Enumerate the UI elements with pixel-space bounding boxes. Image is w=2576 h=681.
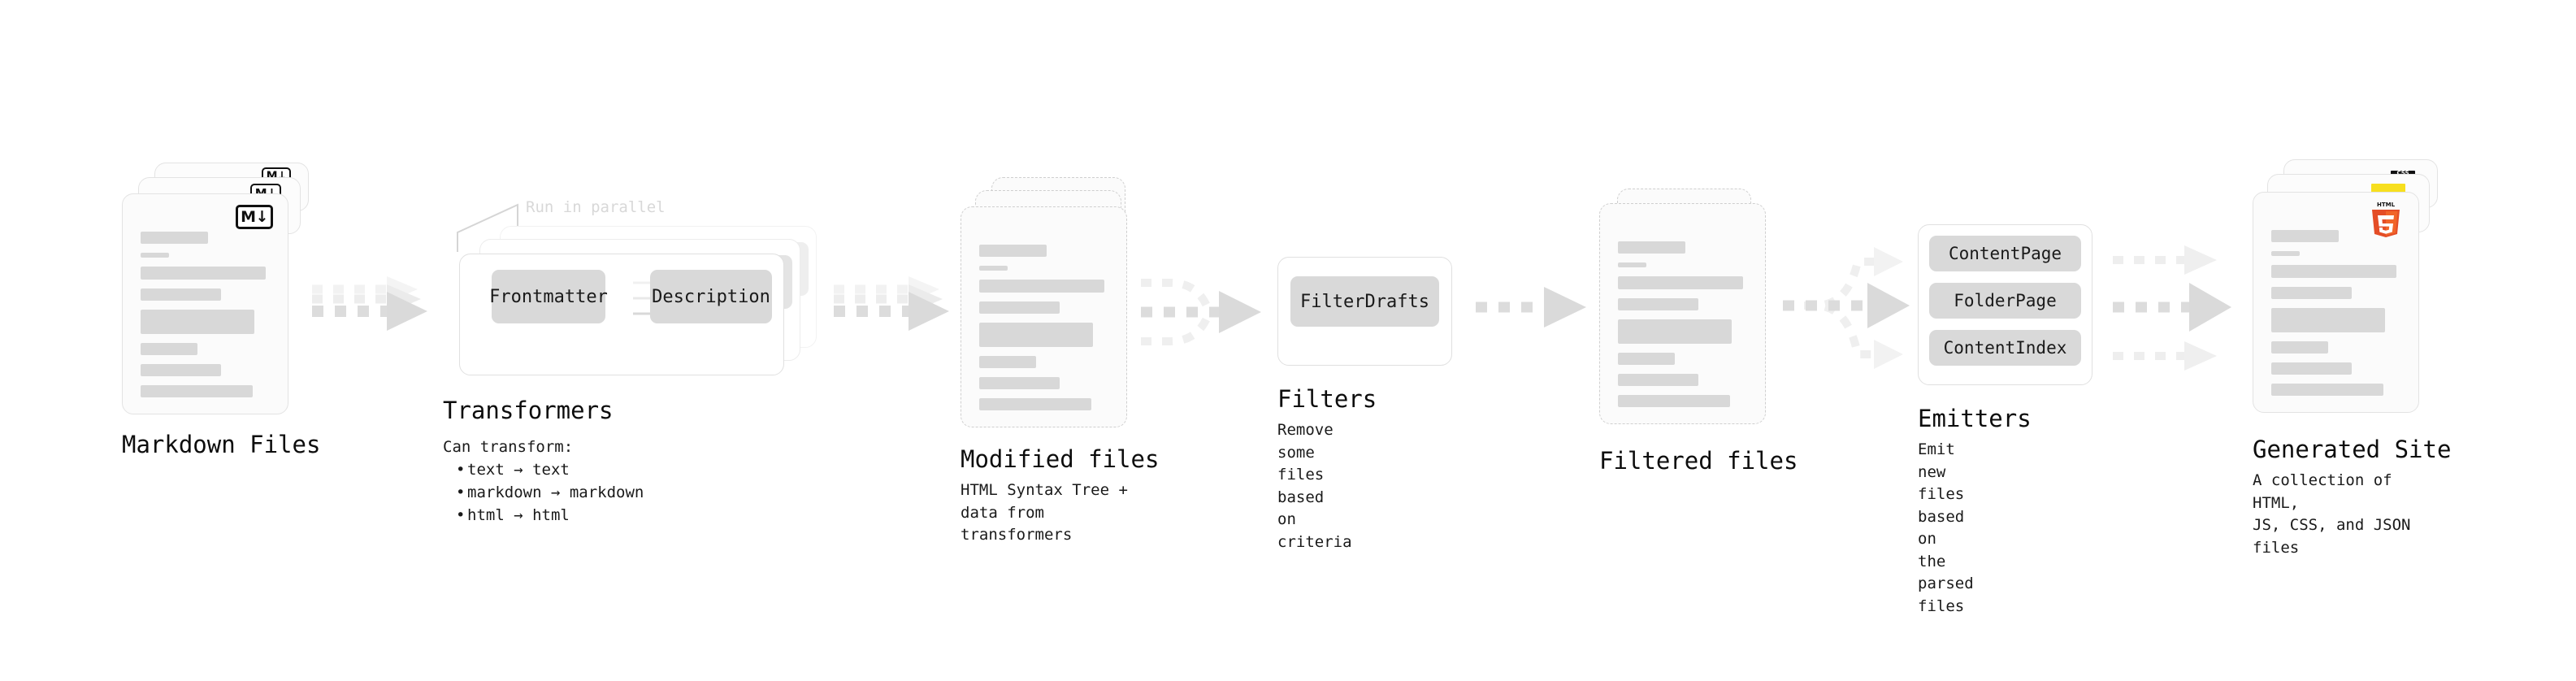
markdown-badge-letter: M <box>241 207 256 226</box>
site-card-stack: CSS HTML <box>2253 159 2439 427</box>
skeleton-line <box>979 355 1036 368</box>
markdown-badge-arrow: ↓ <box>255 207 269 226</box>
markdown-card-front <box>122 193 288 414</box>
modified-files-subtitle: HTML Syntax Tree + data from transformer… <box>961 481 1128 544</box>
skeleton-line <box>2271 265 2397 278</box>
modified-card-stack <box>961 177 1135 437</box>
site-card-content <box>2253 193 2418 412</box>
skeleton-line <box>2271 307 2385 332</box>
skeleton-line <box>1618 297 1698 310</box>
skeleton-line <box>141 232 208 245</box>
connector-emitters-to-site <box>2110 232 2256 379</box>
modified-card-content <box>961 207 1126 427</box>
skeleton-line <box>2271 251 2300 257</box>
modified-files-title: Modified files <box>961 445 1160 473</box>
modified-card-front <box>961 206 1127 427</box>
markdown-card-stack: M↓ M↓ M↓ <box>122 163 309 423</box>
filtered-card-stack <box>1599 189 1774 432</box>
skeleton-line <box>1618 352 1675 365</box>
css-badge-label: CSS <box>2391 171 2415 176</box>
skeleton-line <box>141 363 221 376</box>
generated-site-title: Generated Site <box>2253 436 2452 463</box>
skeleton-line <box>141 342 197 355</box>
skeleton-line <box>1618 394 1731 407</box>
emitter-pill-folderpage[interactable]: FolderPage <box>1929 283 2081 319</box>
svg-text:HTML: HTML <box>2377 202 2396 208</box>
site-card-front <box>2253 192 2419 413</box>
transformers-bullet-list: text → text markdown → markdown html → h… <box>443 458 644 527</box>
filter-pill-filterdrafts[interactable]: FilterDrafts <box>1290 276 1439 327</box>
transformers-bullet: text → text <box>456 458 644 481</box>
skeleton-line <box>141 267 267 280</box>
connector-filters-to-filtered <box>1472 283 1594 332</box>
skeleton-line <box>1618 241 1685 254</box>
transformers-title: Transformers <box>443 397 614 424</box>
skeleton-line <box>979 280 1105 293</box>
skeleton-line <box>1618 373 1698 386</box>
skeleton-line <box>2271 362 2352 375</box>
filters-subtitle: Remove some files based on criteria <box>1277 421 1352 551</box>
connector-filtered-to-emitters <box>1780 232 1918 379</box>
filtered-files-title: Filtered files <box>1599 447 1798 475</box>
skeleton-line <box>2271 340 2328 354</box>
skeleton-line <box>979 266 1008 271</box>
run-in-parallel-label: Run in parallel <box>526 198 666 216</box>
generated-site-subtitle: A collection of HTML, JS, CSS, and JSON … <box>2253 471 2411 557</box>
transformers-bullet: html → html <box>456 504 644 527</box>
filtered-card-front <box>1599 203 1766 424</box>
emitter-pill-contentindex[interactable]: ContentIndex <box>1929 330 2081 366</box>
filtered-card-content <box>1600 204 1765 423</box>
connector-markdown-to-transformers <box>307 268 437 341</box>
run-in-parallel-bracket <box>449 192 539 257</box>
markdown-card-content <box>123 194 288 414</box>
transformers-lead: Can transform: <box>443 438 574 456</box>
transformers-bullet: markdown → markdown <box>456 481 644 504</box>
transformer-pill-frontmatter[interactable]: Frontmatter <box>489 270 608 323</box>
markdown-files-title: Markdown Files <box>122 431 321 458</box>
skeleton-line <box>141 288 221 301</box>
stage-markdown-files: M↓ M↓ M↓ M <box>122 163 320 458</box>
skeleton-line <box>979 301 1060 314</box>
skeleton-line <box>2271 383 2384 396</box>
skeleton-line <box>141 384 254 397</box>
connector-modified-to-filters <box>1138 252 1276 374</box>
skeleton-line <box>1618 262 1646 268</box>
connector-transformers-to-modified <box>829 268 959 341</box>
stage-filtered-files: Filtered files <box>1599 189 1798 475</box>
filters-title: Filters <box>1277 385 1377 413</box>
skeleton-line <box>979 245 1047 258</box>
emitters-subtitle: Emit new files based on the parsed files <box>1918 440 1974 615</box>
skeleton-line <box>1618 276 1744 289</box>
markdown-icon: M↓ <box>236 205 273 229</box>
emitter-pill-contentpage[interactable]: ContentPage <box>1929 236 2081 271</box>
skeleton-line <box>2271 230 2339 243</box>
emitters-title: Emitters <box>1918 405 2032 432</box>
skeleton-line <box>979 322 1093 347</box>
skeleton-line <box>979 376 1060 389</box>
skeleton-line <box>2271 286 2352 299</box>
skeleton-line <box>141 253 169 258</box>
stage-modified-files: Modified files HTML Syntax Tree + data f… <box>961 177 1159 544</box>
stage-generated-site: CSS HTML <box>2253 159 2451 557</box>
skeleton-line <box>979 397 1092 410</box>
html5-icon: HTML <box>2369 200 2403 239</box>
skeleton-line <box>141 309 254 334</box>
transformer-pill-description[interactable]: Description <box>650 270 772 323</box>
transformers-description: Can transform: text → text markdown → ma… <box>443 436 644 527</box>
markdown-badge-arrow: ↓ <box>277 170 287 183</box>
skeleton-line <box>1618 319 1732 344</box>
